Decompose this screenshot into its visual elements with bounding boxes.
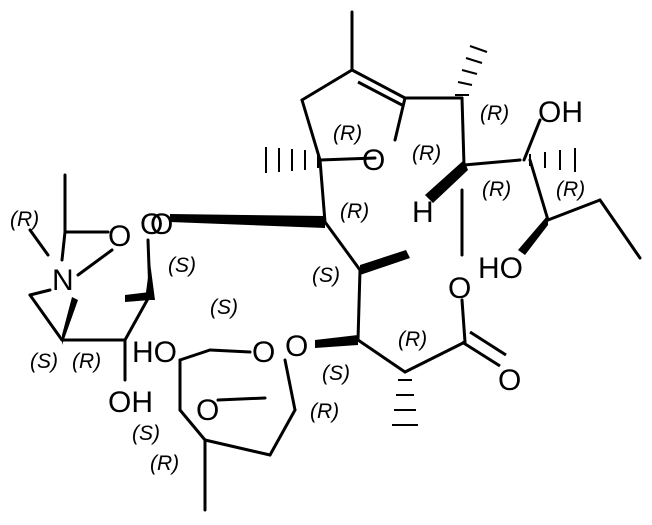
hashed-bonds: [265, 45, 576, 426]
stereo-s-bottom-left: (S): [30, 350, 58, 373]
ho-sugar-label: HO: [132, 336, 177, 369]
stereo-s-methyl-c: (S): [312, 264, 340, 287]
o-glyco-mid-label: O: [285, 330, 308, 363]
stereo-r-oxazine-top: (R): [10, 208, 39, 231]
ho-right-label: HO: [478, 252, 523, 285]
o-glyco-left-label: O: [140, 208, 163, 241]
n-label: N: [52, 264, 74, 297]
stereo-r-right-2: (R): [556, 178, 585, 201]
stereo-s-ester: (S): [322, 362, 350, 385]
stereo-r-left-c: (R): [340, 200, 369, 223]
stereo-r-ester: (R): [398, 328, 427, 351]
wedge-bonds: [62, 160, 548, 348]
o-carbonyl-label: O: [498, 364, 521, 397]
oh-top-right-label: OH: [538, 96, 583, 129]
h-label: H: [412, 196, 434, 229]
stereo-r-sugar-right: (R): [310, 400, 339, 423]
o-oxazine-top-label: O: [108, 220, 131, 253]
o-ester-ring-label: O: [448, 272, 471, 305]
stereo-r-top-ch: (R): [480, 102, 509, 125]
o-sugar-ring-label: O: [252, 336, 275, 369]
stereo-r-oh-c: (R): [412, 142, 441, 165]
stereo-s-oxazine-o: (S): [168, 254, 196, 277]
o-methoxy-label: O: [196, 394, 219, 427]
o-furan-label: O: [362, 144, 385, 177]
o-oxazine-bottom-label: O: [150, 208, 173, 241]
bond-skeleton: [28, 10, 642, 512]
oh-sugar-bottom-label: OH: [108, 386, 153, 419]
stereo-labels: (R) (R) (R) (R) (R) (R) (S) (R) (S) (R) …: [10, 102, 585, 475]
stereo-r-furan: (R): [333, 122, 362, 145]
atom-labels: OH O H O HO O O O N O O HO OH O O: [52, 96, 583, 427]
stereo-s-sugar-top: (S): [210, 296, 238, 319]
stereo-r-sugar-bottom: (R): [150, 452, 179, 475]
stereo-s-sugar-left: (S): [132, 422, 160, 445]
stereo-r-right-1: (R): [482, 178, 511, 201]
stereo-r-bottom-left: (R): [72, 350, 101, 373]
